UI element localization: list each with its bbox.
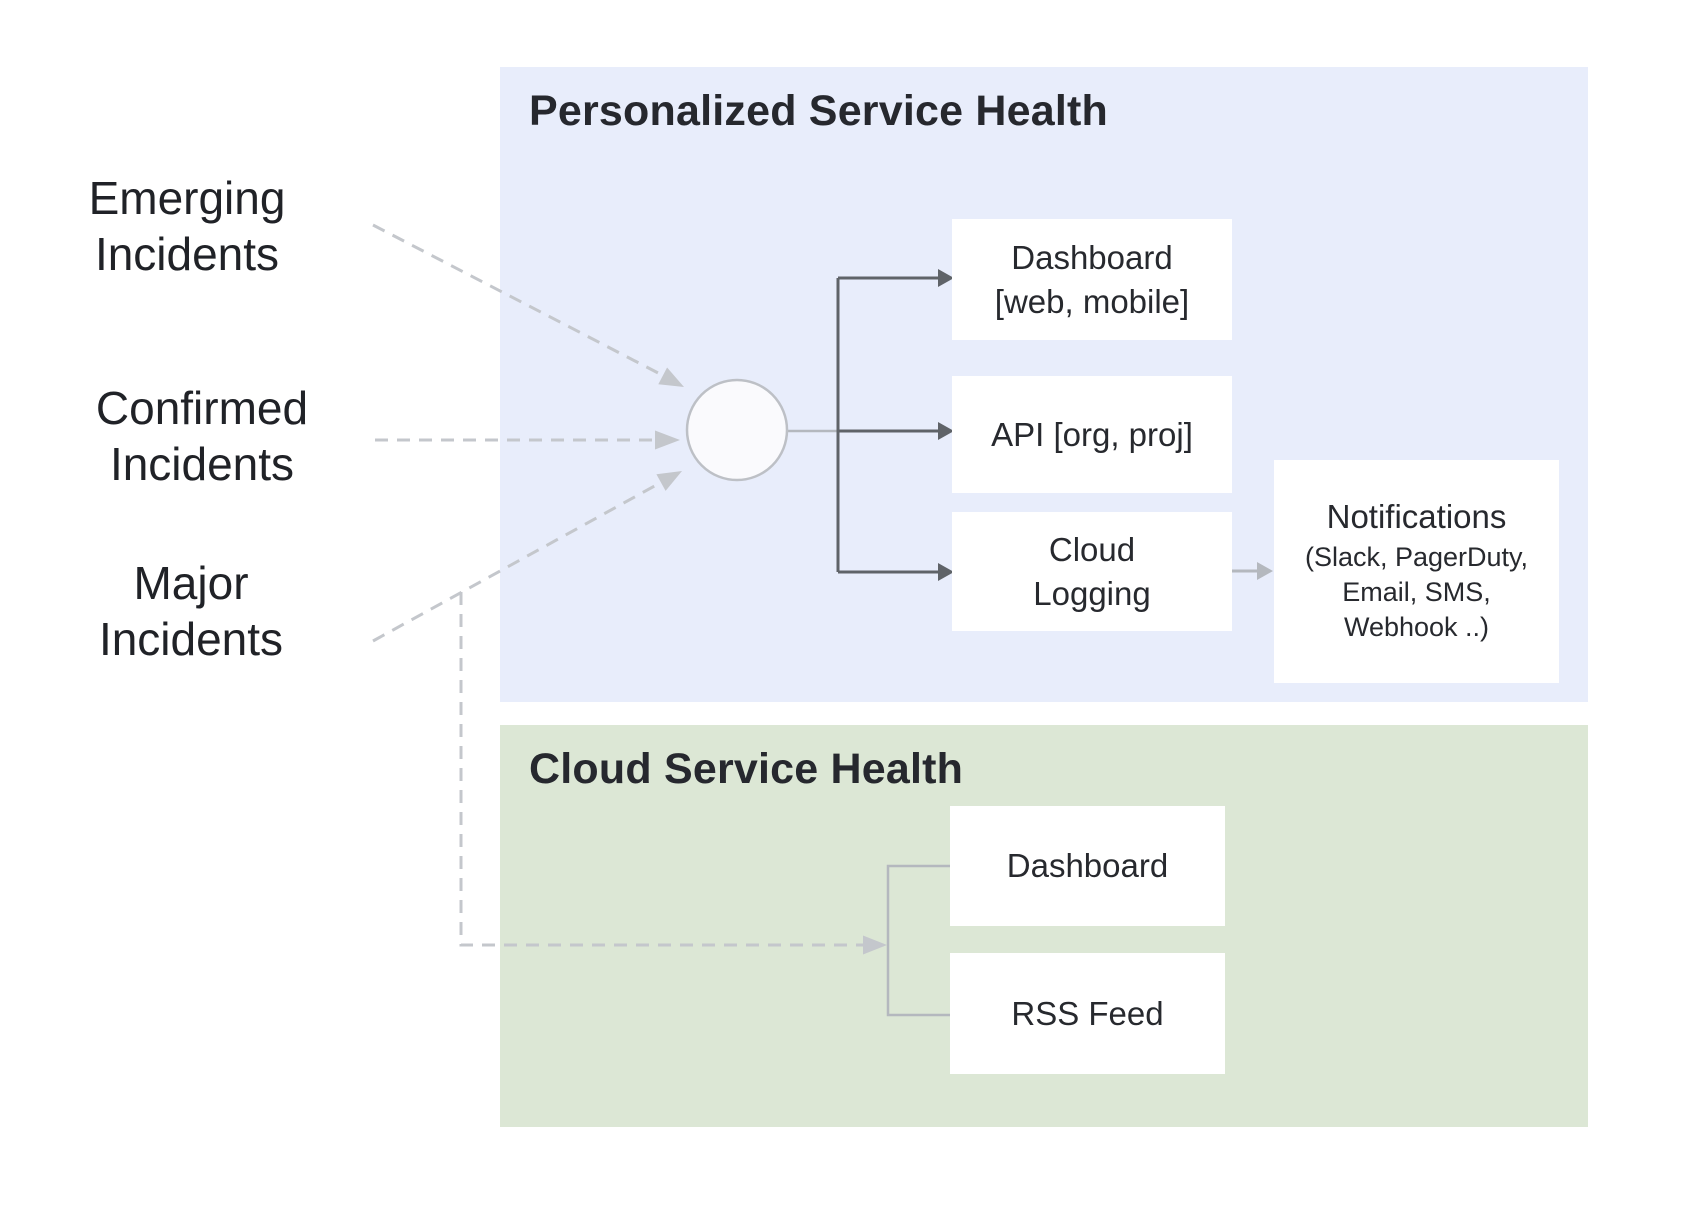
node-notifications: Notifications (Slack, PagerDuty, Email, … xyxy=(1274,460,1559,683)
arrowhead-branch xyxy=(863,935,887,955)
label-emerging-incidents: Emerging Incidents xyxy=(57,170,317,282)
label-line: Incidents xyxy=(94,228,280,280)
label-line: Major xyxy=(133,557,249,609)
node-dashboard-web-mobile: Dashboard [web, mobile] xyxy=(952,219,1232,340)
arrow-branch-to-cloud-service-health xyxy=(459,592,864,947)
arrow-emerging-to-hub xyxy=(372,223,663,377)
arrowhead-emerging xyxy=(658,367,684,387)
arrowhead-confirmed xyxy=(655,430,680,450)
label-major-incidents: Major Incidents xyxy=(61,555,321,667)
arrowhead-cloud-logging xyxy=(938,563,954,581)
node-line: Cloud xyxy=(1048,530,1136,568)
notifications-line: Webhook ..) xyxy=(1343,611,1490,642)
notifications-title: Notifications xyxy=(1326,497,1507,535)
node-api: API [org, proj] xyxy=(952,376,1232,493)
arrow-major-to-hub xyxy=(372,481,661,643)
arrowhead-notifications xyxy=(1257,562,1273,580)
node-cloud-logging: Cloud Logging xyxy=(952,512,1232,631)
node-cloud-dashboard: Dashboard xyxy=(950,806,1225,926)
personalized-section-title: Personalized Service Health xyxy=(529,87,1108,135)
node-line: RSS Feed xyxy=(1011,994,1164,1032)
label-line: Emerging xyxy=(88,172,286,224)
notifications-line: (Slack, PagerDuty, xyxy=(1304,541,1529,572)
node-line: Logging xyxy=(1033,574,1151,612)
node-line: Dashboard xyxy=(1011,238,1173,276)
node-line: [web, mobile] xyxy=(994,282,1190,320)
hub-node xyxy=(685,378,789,482)
notifications-line: Email, SMS, xyxy=(1342,576,1491,607)
bracket-cloud-outputs xyxy=(886,864,950,1017)
arrowhead-major xyxy=(656,471,682,491)
cloud-section-title: Cloud Service Health xyxy=(529,745,964,793)
arrowhead-api xyxy=(938,422,954,440)
node-line: Dashboard xyxy=(1006,847,1169,884)
label-line: Incidents xyxy=(109,438,295,490)
label-line: Confirmed xyxy=(95,382,309,434)
node-line: API [org, proj] xyxy=(991,415,1193,453)
node-rss-feed: RSS Feed xyxy=(950,953,1225,1074)
label-confirmed-incidents: Confirmed Incidents xyxy=(72,380,332,492)
arrowhead-dashboard xyxy=(938,269,954,287)
label-line: Incidents xyxy=(98,613,284,665)
